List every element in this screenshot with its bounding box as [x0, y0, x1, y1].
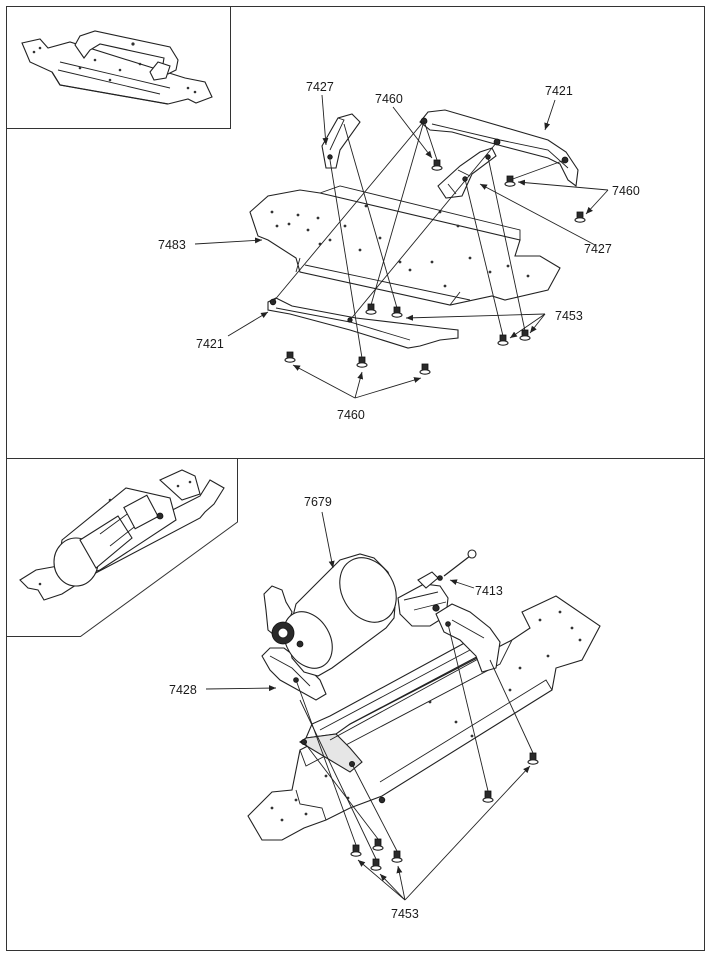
part-label-7679: 7679: [304, 495, 332, 509]
screws-upper: [284, 159, 586, 375]
side-guard-right: [419, 109, 579, 188]
chassis-holes-lower: [270, 610, 582, 822]
part-label-7427: 7427: [306, 80, 334, 94]
lower-inset-thumbnail: [19, 469, 225, 601]
part-label-7453: 7453: [555, 309, 583, 323]
part-label-7413: 7413: [475, 584, 503, 598]
side-guard-left: [267, 297, 459, 349]
labels-upper: 7427 7460 7421 7460 7483 7427 7453 7421 …: [158, 80, 640, 422]
body-mount-right: [437, 147, 497, 199]
upper-inset-thumbnail: [21, 30, 213, 105]
pinion-gear: [271, 621, 295, 645]
servo-link: [437, 549, 477, 581]
part-label-7460: 7460: [337, 408, 365, 422]
leaders-upper: [194, 94, 609, 399]
part-label-7483: 7483: [158, 238, 186, 252]
leaders-lower: [205, 511, 531, 901]
body-mount-left: [321, 113, 361, 169]
chassis-holes: [270, 204, 530, 288]
labels-lower: 7679 7413 7428 7453: [169, 495, 503, 921]
motor: [283, 553, 397, 677]
part-label-7460: 7460: [375, 92, 403, 106]
part-label-7421: 7421: [545, 84, 573, 98]
guide-lines-lower: [295, 623, 534, 860]
diagram-frames: [6, 6, 705, 951]
guide-lines-upper: [272, 120, 566, 359]
part-label-7453: 7453: [391, 907, 419, 921]
chassis-plate-upper: [249, 185, 561, 306]
motor-mount-frame: [298, 629, 499, 804]
part-label-7428: 7428: [169, 683, 197, 697]
part-label-7460: 7460: [612, 184, 640, 198]
part-label-7427: 7427: [584, 242, 612, 256]
chassis-plate-lower: [247, 595, 601, 841]
part-label-7421: 7421: [196, 337, 224, 351]
